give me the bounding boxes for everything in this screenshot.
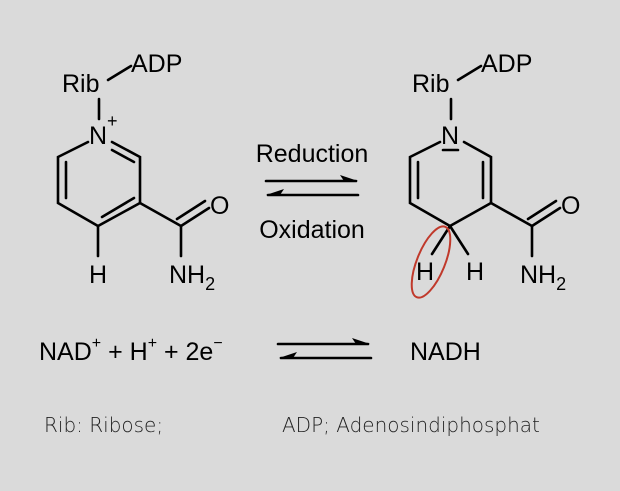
- legend-rib: Rib: Ribose;: [44, 413, 163, 437]
- rib-adp-bond: [106, 64, 133, 82]
- forward-arrow-head: [340, 175, 358, 181]
- nitrogen-label: N: [89, 122, 107, 150]
- legend-adp: ADP; Adenosindiphosphat: [282, 413, 540, 437]
- nad-plus-structure: Rib ADP N + H O NH2: [56, 50, 229, 294]
- oxygen-label: O: [210, 192, 229, 220]
- product: NADH: [410, 338, 481, 366]
- reduction-oxidation-arrows: Reduction Oxidation: [256, 140, 369, 244]
- h-label-highlighted: H: [416, 258, 434, 286]
- nh2-label: NH2: [169, 261, 215, 294]
- oxygen-label: O: [561, 192, 580, 220]
- nitrogen-label: N: [441, 122, 459, 150]
- c-c-bond: [138, 201, 183, 228]
- rib-adp-bond: [456, 64, 483, 82]
- charge-label: +: [107, 111, 118, 131]
- double-bond: [110, 148, 136, 164]
- adp-label: ADP: [481, 50, 532, 78]
- h-label: H: [466, 258, 484, 286]
- h-bond: [448, 224, 470, 256]
- double-bond: [100, 196, 136, 219]
- overall-equation: NAD+ + H+ + 2e− NADH: [39, 335, 481, 366]
- oxidation-label: Oxidation: [259, 216, 365, 244]
- adp-label: ADP: [131, 50, 182, 78]
- h-bond: [430, 224, 452, 256]
- forward-arrow-head: [352, 338, 370, 344]
- rib-label: Rib: [62, 70, 100, 98]
- h-label: H: [89, 261, 107, 289]
- nh2-label: NH2: [520, 261, 566, 294]
- reactants: NAD+ + H+ + 2e−: [39, 335, 223, 366]
- reduction-label: Reduction: [256, 140, 369, 168]
- reverse-arrow-head: [266, 189, 284, 195]
- c-c-bond: [489, 201, 534, 228]
- c-o-double-bond: [526, 199, 558, 221]
- reverse-arrow-head: [279, 352, 297, 358]
- rib-label: Rib: [412, 70, 450, 98]
- c-o-double-bond: [175, 199, 207, 221]
- highlight-ellipse: [410, 225, 452, 299]
- c-o-bond: [530, 206, 562, 228]
- c-o-bond: [179, 206, 211, 228]
- nadh-structure: Rib ADP N H H O NH2: [408, 50, 580, 299]
